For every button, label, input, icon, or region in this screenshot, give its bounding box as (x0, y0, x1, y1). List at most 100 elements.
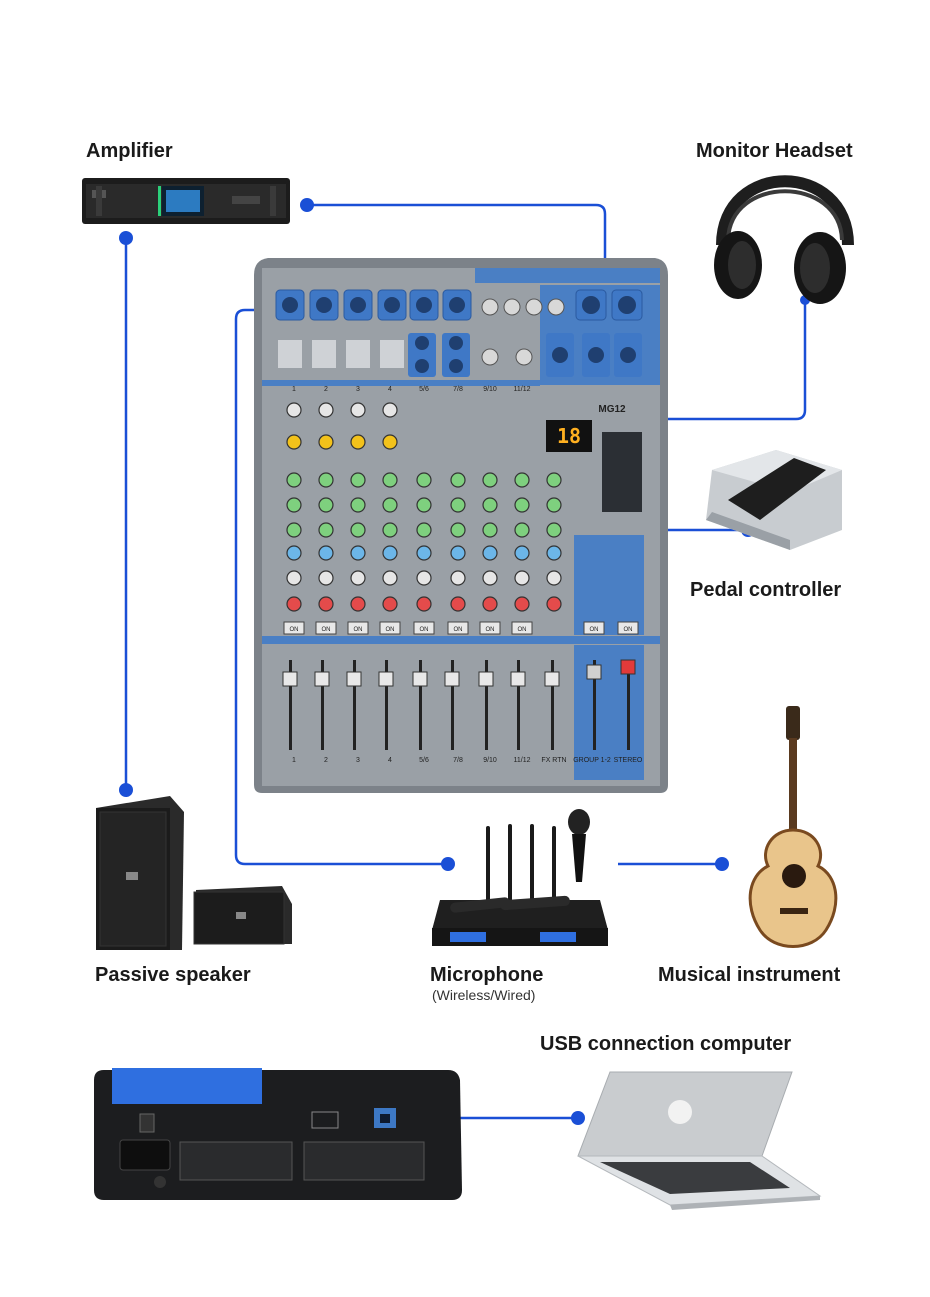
on-button-label: ON (590, 627, 599, 633)
mixer-knob (416, 545, 432, 561)
mixer-knob (382, 497, 398, 513)
fader-cap (282, 671, 298, 687)
on-button-label: ON (420, 627, 429, 633)
mixer-knob (482, 545, 498, 561)
mixer-knob (450, 570, 466, 586)
mixer-knob (416, 596, 432, 612)
microphone-image (432, 809, 608, 946)
bottom-label: STEREO (614, 757, 643, 764)
channel-number: 1 (292, 386, 296, 393)
mixer-knob (382, 596, 398, 612)
mixer-display: 18 (557, 424, 581, 448)
bottom-label: 3 (356, 757, 360, 764)
fader-cap (478, 671, 494, 687)
on-button (283, 621, 305, 635)
mixer-knob (482, 570, 498, 586)
mixer-knob (286, 434, 302, 450)
mixer-knob (416, 570, 432, 586)
mixer-knob (286, 545, 302, 561)
mixer-knob (286, 472, 302, 488)
fader-cap (412, 671, 428, 687)
mixer-knob (382, 434, 398, 450)
mixer-knob (318, 596, 334, 612)
mixer-knob (286, 570, 302, 586)
fader-track (289, 660, 292, 750)
mixer-knob (350, 522, 366, 538)
fader-track (321, 660, 324, 750)
pedal-controller-label: Pedal controller (690, 579, 842, 601)
mixer-knob (416, 522, 432, 538)
mixer-knob (450, 522, 466, 538)
channel-number: 4 (388, 386, 392, 393)
mixer-knob (350, 570, 366, 586)
fader-track (517, 660, 520, 750)
mixer-knob (546, 596, 562, 612)
mixer-knob (382, 472, 398, 488)
mixer-knob (450, 545, 466, 561)
mixer-model: MG12 (598, 404, 626, 415)
on-button (379, 621, 401, 635)
fader-track (353, 660, 356, 750)
fader-cap (544, 671, 560, 687)
amplifier-image (82, 178, 290, 224)
mixer-knob (318, 522, 334, 538)
bottom-label: GROUP 1-2 (573, 757, 611, 764)
mixer-knob (350, 497, 366, 513)
channel-number: 7/8 (453, 386, 463, 393)
fader-cap (586, 664, 602, 680)
mixer-knob (318, 402, 334, 418)
on-button-label: ON (624, 627, 633, 633)
mixer-knob (350, 472, 366, 488)
fader-cap (378, 671, 394, 687)
mixer-knob (318, 545, 334, 561)
fader-track (385, 660, 388, 750)
guitar-image (748, 706, 838, 948)
mixer-knob (514, 570, 530, 586)
mixer-knob (546, 545, 562, 561)
mixer-knob (286, 402, 302, 418)
mixer-knob (318, 497, 334, 513)
mixer-knob (318, 472, 334, 488)
mixer-knob (416, 472, 432, 488)
mixer-knob (514, 472, 530, 488)
mixer-knob (546, 472, 562, 488)
mixer-knob (318, 570, 334, 586)
mixer-knob (450, 497, 466, 513)
fader-track (485, 660, 488, 750)
bottom-label: 9/10 (483, 757, 497, 764)
amp-to-mixer-line (307, 203, 607, 300)
monitor-headset-label: Monitor Headset (696, 140, 853, 162)
channel-number: 3 (356, 386, 360, 393)
bottom-label: 11/12 (514, 757, 531, 764)
mixer-knob (514, 522, 530, 538)
bottom-label: 1 (292, 757, 296, 764)
mixer-knob (382, 570, 398, 586)
on-button-label: ON (518, 627, 527, 633)
mixer-to-microphone-line (234, 308, 448, 866)
fader-track (451, 660, 454, 750)
on-button (583, 621, 605, 635)
passive-speaker-image (96, 796, 292, 950)
headphones-image (714, 175, 854, 304)
fader-track (419, 660, 422, 750)
mixer-knob (350, 596, 366, 612)
microphone-sublabel: (Wireless/Wired) (432, 987, 536, 1003)
fader-cap (444, 671, 460, 687)
mixer-knob (450, 596, 466, 612)
mixer-knob (546, 497, 562, 513)
bottom-label: 4 (388, 757, 392, 764)
fader-track (551, 660, 554, 750)
on-button-label: ON (486, 627, 495, 633)
amplifier-label: Amplifier (86, 140, 173, 162)
mixer-knob (286, 522, 302, 538)
on-button (511, 621, 533, 635)
mixer-rear-image (94, 1068, 462, 1200)
faders (282, 659, 636, 750)
usb-computer-label: USB connection computer (540, 1033, 792, 1055)
mixer-knob (482, 522, 498, 538)
on-button (447, 621, 469, 635)
mixer-knob (514, 497, 530, 513)
on-button-label: ON (322, 627, 331, 633)
